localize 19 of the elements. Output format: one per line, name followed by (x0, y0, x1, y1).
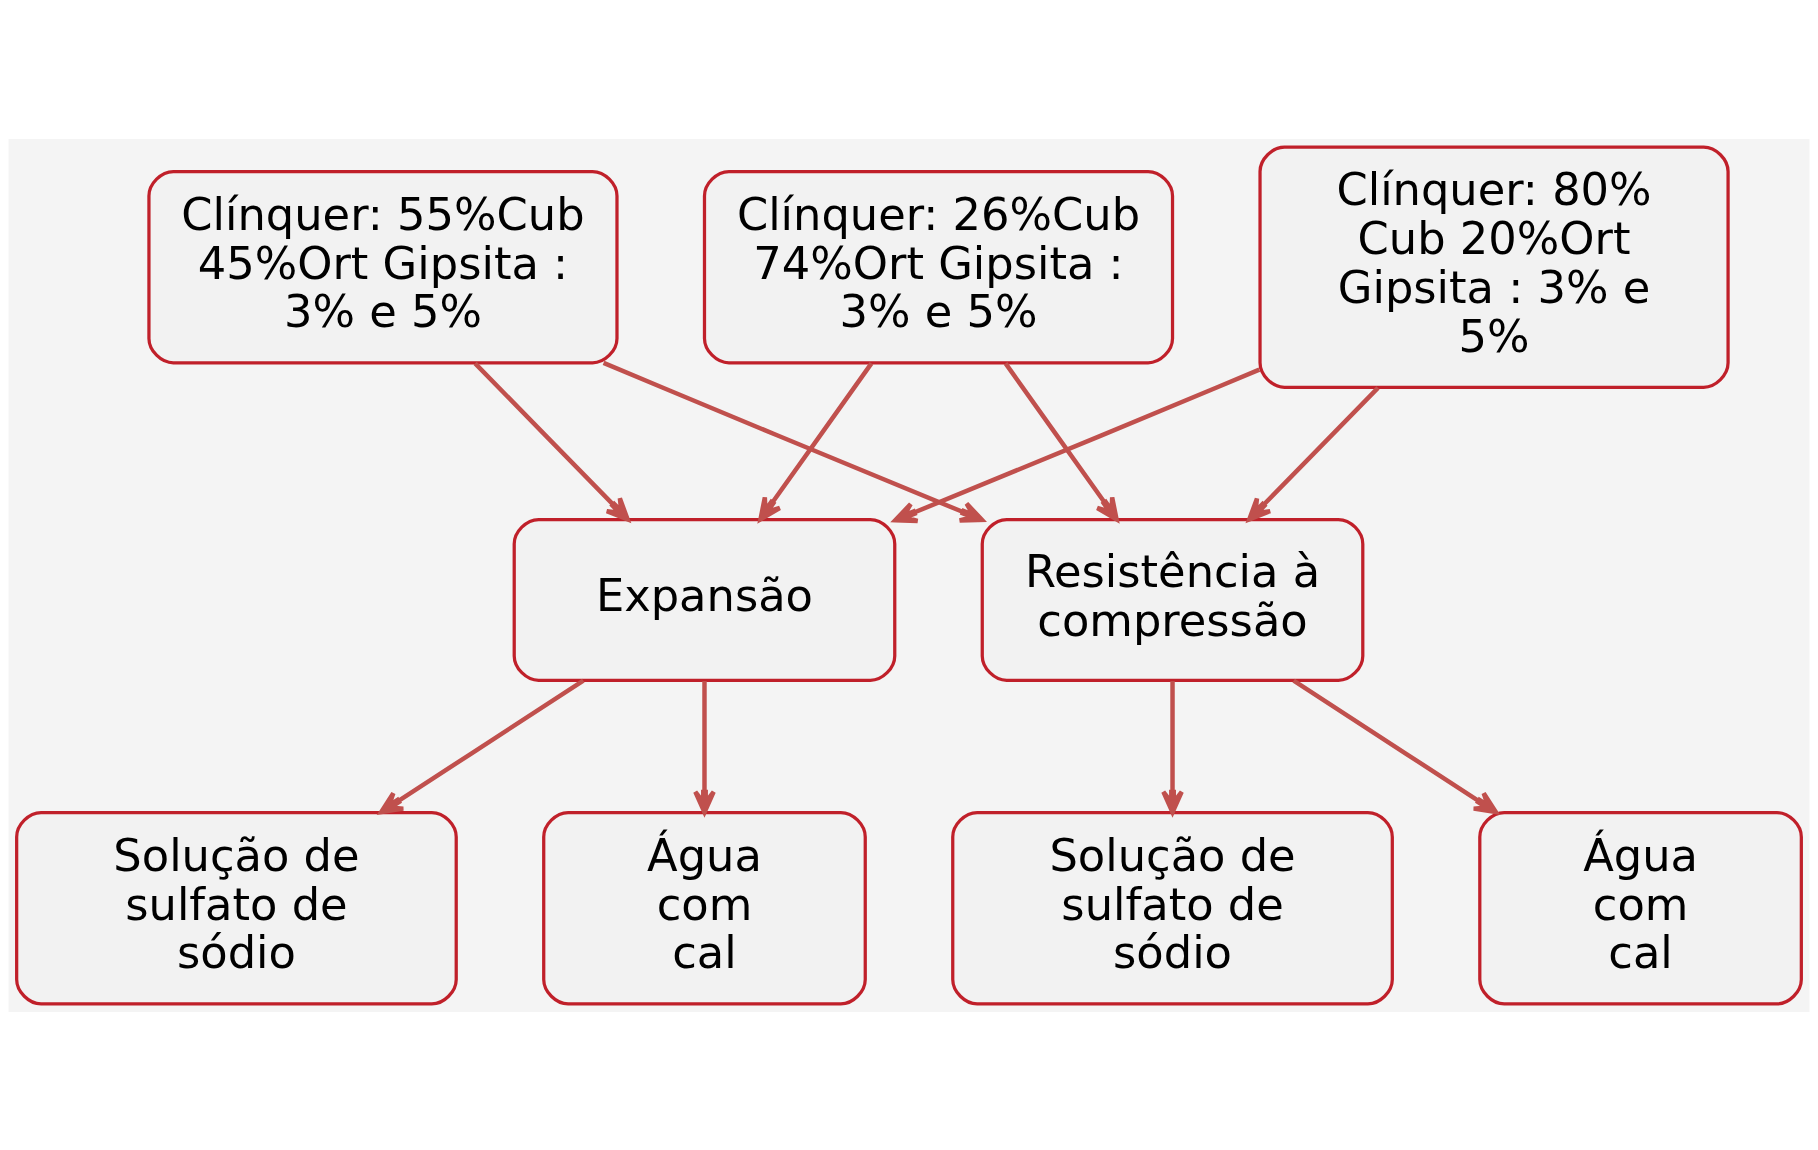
node-box: Clínquer: 26%Cub 74%Ort Gipsita : 3% e 5% (702, 169, 1175, 364)
node-box: Água com cal (1478, 810, 1803, 1005)
arrow (693, 680, 716, 815)
node-box: Resistência à compressão (980, 517, 1365, 682)
arrow (602, 360, 985, 523)
arrow (1247, 385, 1380, 522)
node-box: Solução de sulfato de sódio (15, 810, 458, 1005)
node-box: Solução de sulfato de sódio (951, 810, 1394, 1005)
arrow (758, 361, 874, 521)
arrow (1003, 361, 1119, 521)
node-box: Água com cal (542, 810, 867, 1005)
node-box: Clínquer: 55%Cub 45%Ort Gipsita : 3% e 5% (147, 169, 619, 364)
arrow (1292, 678, 1498, 814)
node-box: Clínquer: 80% Cub 20%Ort Gipsita : 3% e 5% (1258, 145, 1730, 389)
node-box: Expansão (512, 517, 897, 682)
arrow (1161, 680, 1184, 815)
arrow (379, 678, 585, 814)
arrow (473, 361, 630, 521)
arrow (893, 367, 1261, 523)
